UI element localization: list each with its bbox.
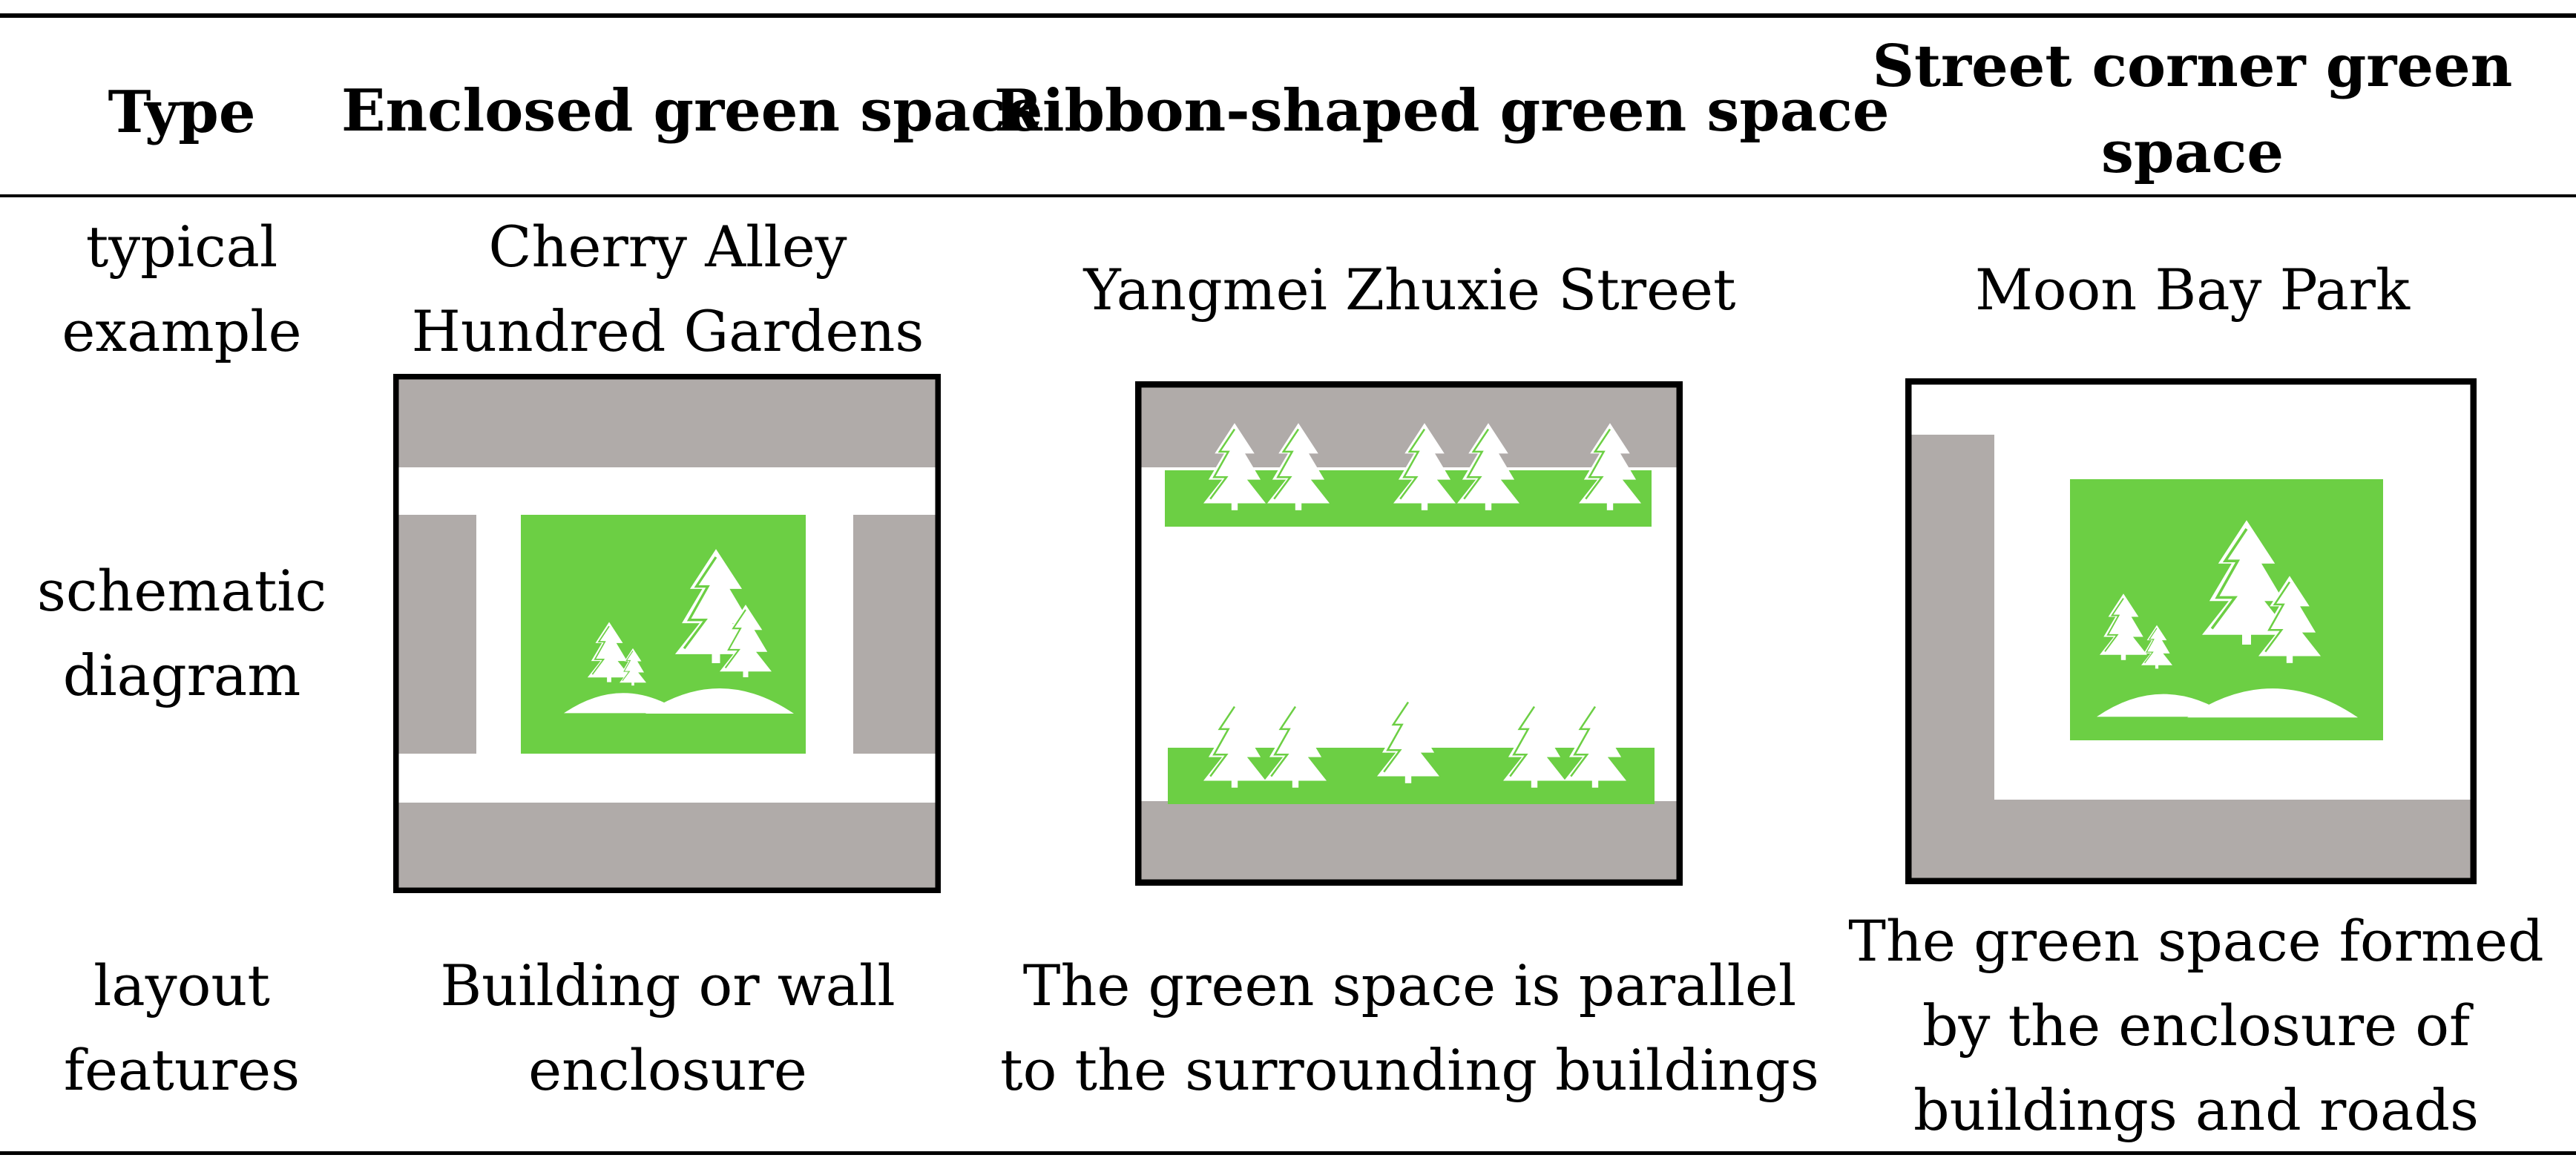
corner-diagram: [1905, 378, 2477, 884]
row-label-schematic-diagram: schematic diagram: [36, 558, 327, 708]
header-rule: [0, 194, 2576, 197]
building-bottom: [398, 803, 936, 889]
bottom-rule: [0, 1151, 2576, 1155]
layout-ribbon: The green space is parallel to the surro…: [1000, 952, 1819, 1103]
ribbon-diagram: [1135, 381, 1683, 886]
building-bottom: [1140, 801, 1678, 881]
example-street-corner: Moon Bay Park: [1974, 257, 2411, 323]
example-enclosed: Cherry Alley Hundred Gardens: [411, 214, 924, 364]
top-rule: [0, 13, 2576, 18]
enclosed-diagram: [393, 374, 941, 893]
row-label-layout-features: layout features: [63, 952, 300, 1103]
header-street-corner: Street corner green space: [1872, 33, 2513, 186]
header-ribbon: Ribbon-shaped green space: [994, 77, 1890, 145]
building-right: [853, 515, 936, 754]
layout-enclosed: Building or wall enclosure: [440, 952, 896, 1103]
row-label-typical-example: typical example: [62, 214, 302, 364]
header-type: Type: [108, 79, 256, 146]
building-corner: [1910, 435, 2472, 880]
building-top: [1140, 386, 1678, 467]
building-top: [398, 378, 936, 467]
layout-street-corner: The green space formed by the enclosure …: [1848, 908, 2544, 1143]
green-space: [521, 515, 806, 754]
example-ribbon: Yangmei Zhuxie Street: [1083, 257, 1736, 323]
building-left: [398, 515, 476, 754]
header-enclosed: Enclosed green space: [341, 77, 1043, 145]
